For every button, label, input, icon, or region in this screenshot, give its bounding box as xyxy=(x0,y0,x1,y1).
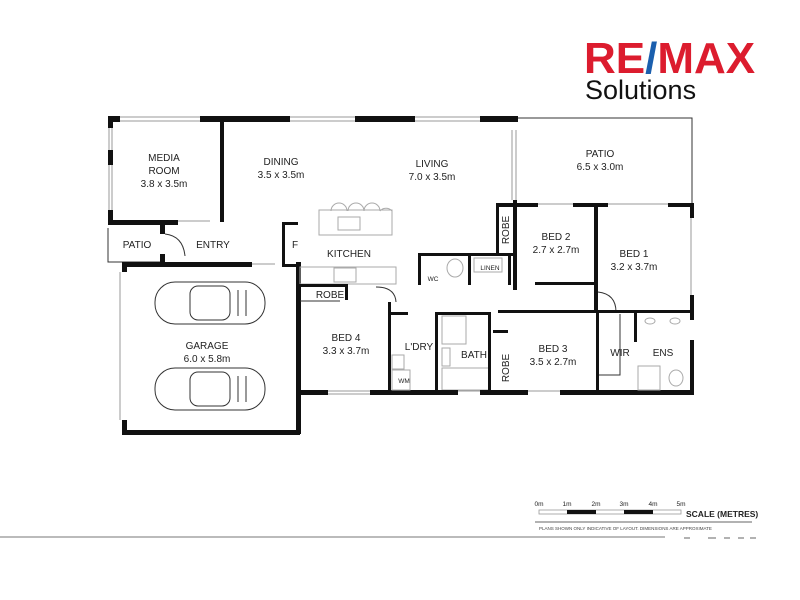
remax-logo: RE/MAX Solutions xyxy=(584,34,755,105)
dining-size: 3.5 x 3.5m xyxy=(258,170,305,181)
laundry-label: L'DRY xyxy=(405,342,434,353)
car-icon xyxy=(154,367,266,411)
scale-title: SCALE (METRES) xyxy=(686,509,758,519)
ensuite-label: ENS xyxy=(653,348,674,359)
bath-label: BATH xyxy=(461,350,487,361)
bed1-label: BED 1 xyxy=(620,249,649,260)
scale-bar: 0m 1m 2m 3m 4m 5m SCALE (METRES) PLANS S… xyxy=(534,501,758,531)
bed2-label: BED 2 xyxy=(542,232,571,243)
entry-label: ENTRY xyxy=(196,240,230,251)
room-labels: MEDIA ROOM 3.8 x 3.5m DINING 3.5 x 3.5m … xyxy=(123,149,674,385)
logo-office: Solutions xyxy=(585,75,696,105)
walls xyxy=(107,116,694,435)
bed4-size: 3.3 x 3.7m xyxy=(323,346,370,357)
rear-patio-label: PATIO xyxy=(586,149,615,160)
scale-tick-label: 4m xyxy=(648,501,657,508)
bed2-size: 2.7 x 2.7m xyxy=(533,245,580,256)
bed4-robe-label: ROBE xyxy=(316,290,345,301)
garage-size: 6.0 x 5.8m xyxy=(184,354,231,365)
kitchen-label: KITCHEN xyxy=(327,249,371,260)
living-label: LIVING xyxy=(416,159,449,170)
wir-label: WIR xyxy=(610,348,629,359)
bed3-label: BED 3 xyxy=(539,344,568,355)
bed4-label: BED 4 xyxy=(332,333,361,344)
bottom-rule xyxy=(0,536,756,539)
patio-outline xyxy=(511,117,693,203)
scale-tick-label: 1m xyxy=(562,501,571,508)
dining-label: DINING xyxy=(264,157,299,168)
rear-patio-size: 6.5 x 3.0m xyxy=(577,162,624,173)
garage-label: GARAGE xyxy=(186,341,229,352)
disclaimer: PLANS SHOWN ONLY INDICATIVE OF LAYOUT. D… xyxy=(539,526,712,531)
scale-tick-label: 5m xyxy=(676,501,685,508)
washing-machine-label: WM xyxy=(398,378,410,385)
garage-cars xyxy=(154,281,266,411)
car-icon xyxy=(154,281,266,325)
media-room-label: MEDIA xyxy=(148,153,180,164)
linen-label: LINEN xyxy=(480,265,499,272)
front-patio-label: PATIO xyxy=(123,240,152,251)
living-size: 7.0 x 3.5m xyxy=(409,172,456,183)
media-room-size: 3.8 x 3.5m xyxy=(141,179,188,190)
logo-brand: RE/MAX xyxy=(584,34,755,83)
bed2-robe-label: ROBE xyxy=(501,216,512,245)
bed1-size: 3.2 x 3.7m xyxy=(611,262,658,273)
scale-tick-label: 3m xyxy=(619,501,628,508)
bed3-robe-label: ROBE xyxy=(501,354,512,383)
bed3-size: 3.5 x 2.7m xyxy=(530,357,577,368)
scale-tick-label: 2m xyxy=(591,501,600,508)
scale-tick-label: 0m xyxy=(534,501,543,508)
wc-label: WC xyxy=(428,276,439,283)
media-room-label-2: ROOM xyxy=(148,166,179,177)
fridge-label: F xyxy=(292,240,298,251)
